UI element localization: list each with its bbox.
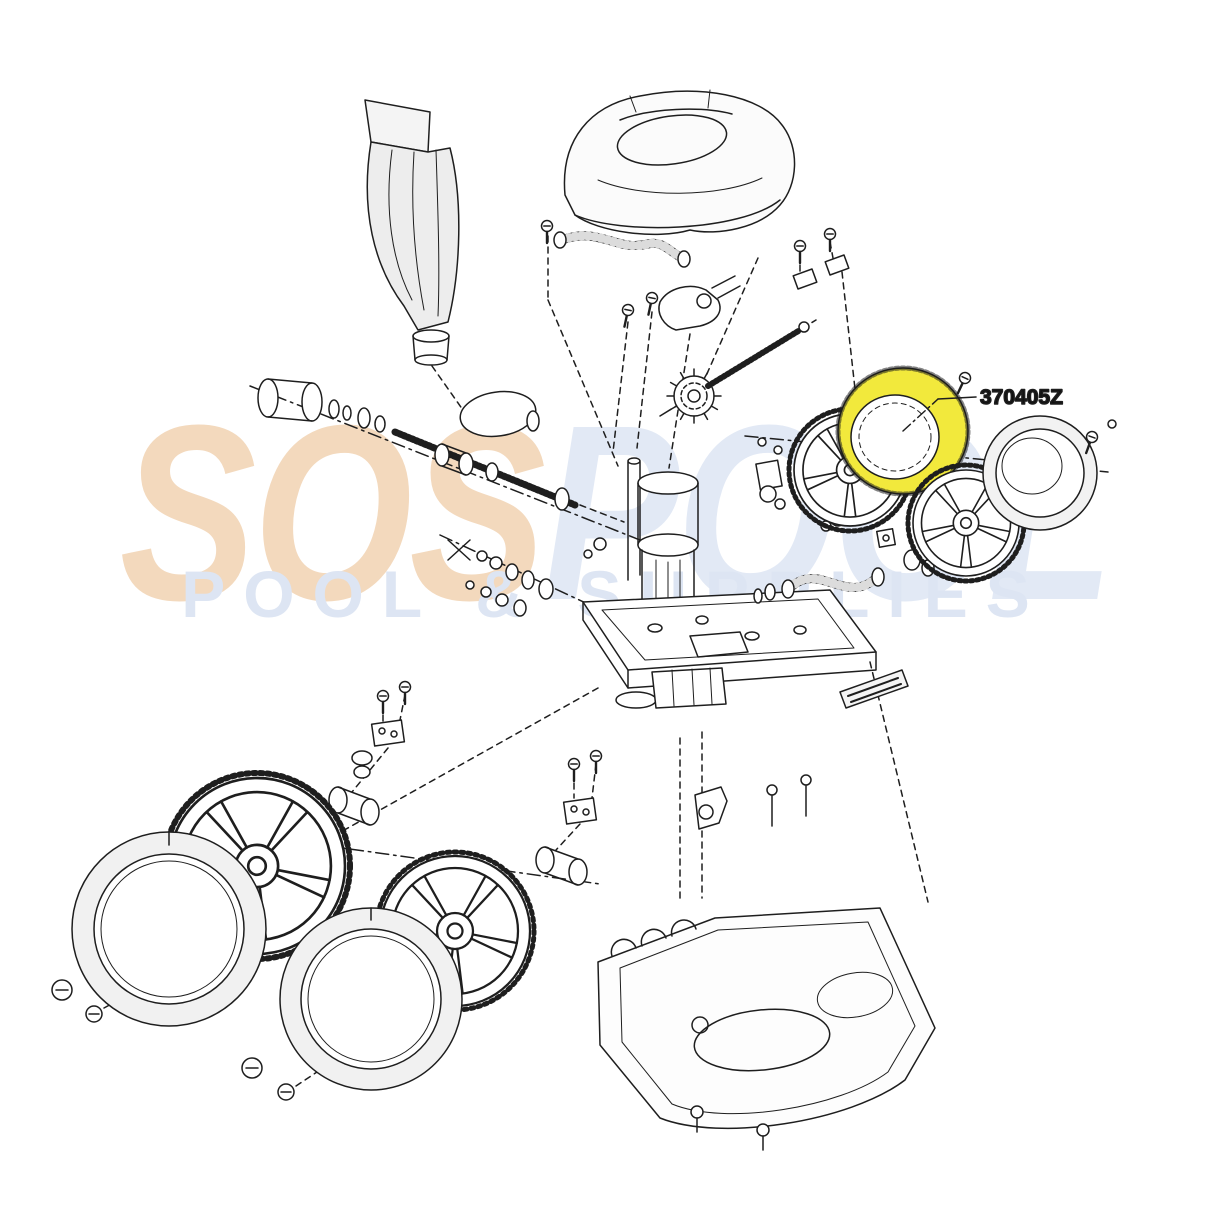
drive-gear — [666, 227, 850, 424]
top-hose — [553, 231, 691, 268]
screw-icon — [589, 749, 603, 775]
screw-icon — [540, 219, 554, 245]
part-callout: 370405Z — [902, 385, 1064, 432]
screw-icon — [823, 227, 837, 253]
chassis-plate — [582, 589, 877, 709]
washer-stack — [447, 539, 554, 617]
hub-screws — [51, 979, 295, 1101]
debris-bag — [364, 99, 460, 366]
part-number-label: 370405Z — [980, 386, 1063, 409]
top-housing — [563, 89, 796, 236]
left-tire-ring-rear — [279, 907, 463, 1091]
screw-icon — [641, 290, 660, 317]
float-hose-assembly — [257, 378, 579, 511]
left-tire-ring-front — [71, 831, 267, 1027]
right-tire-ring — [982, 415, 1117, 531]
water-elbow — [540, 219, 741, 331]
screw-icon — [567, 757, 581, 783]
screw-icon — [793, 239, 807, 265]
bottom-pan — [597, 907, 936, 1151]
axle-hardware — [328, 680, 812, 886]
screw-icon — [376, 689, 390, 715]
screw-icon — [617, 302, 636, 329]
right-hose — [753, 567, 885, 604]
screw-icon — [398, 680, 412, 706]
diagram-linework: 370405Z — [51, 89, 1117, 1151]
model-badge — [839, 669, 909, 709]
